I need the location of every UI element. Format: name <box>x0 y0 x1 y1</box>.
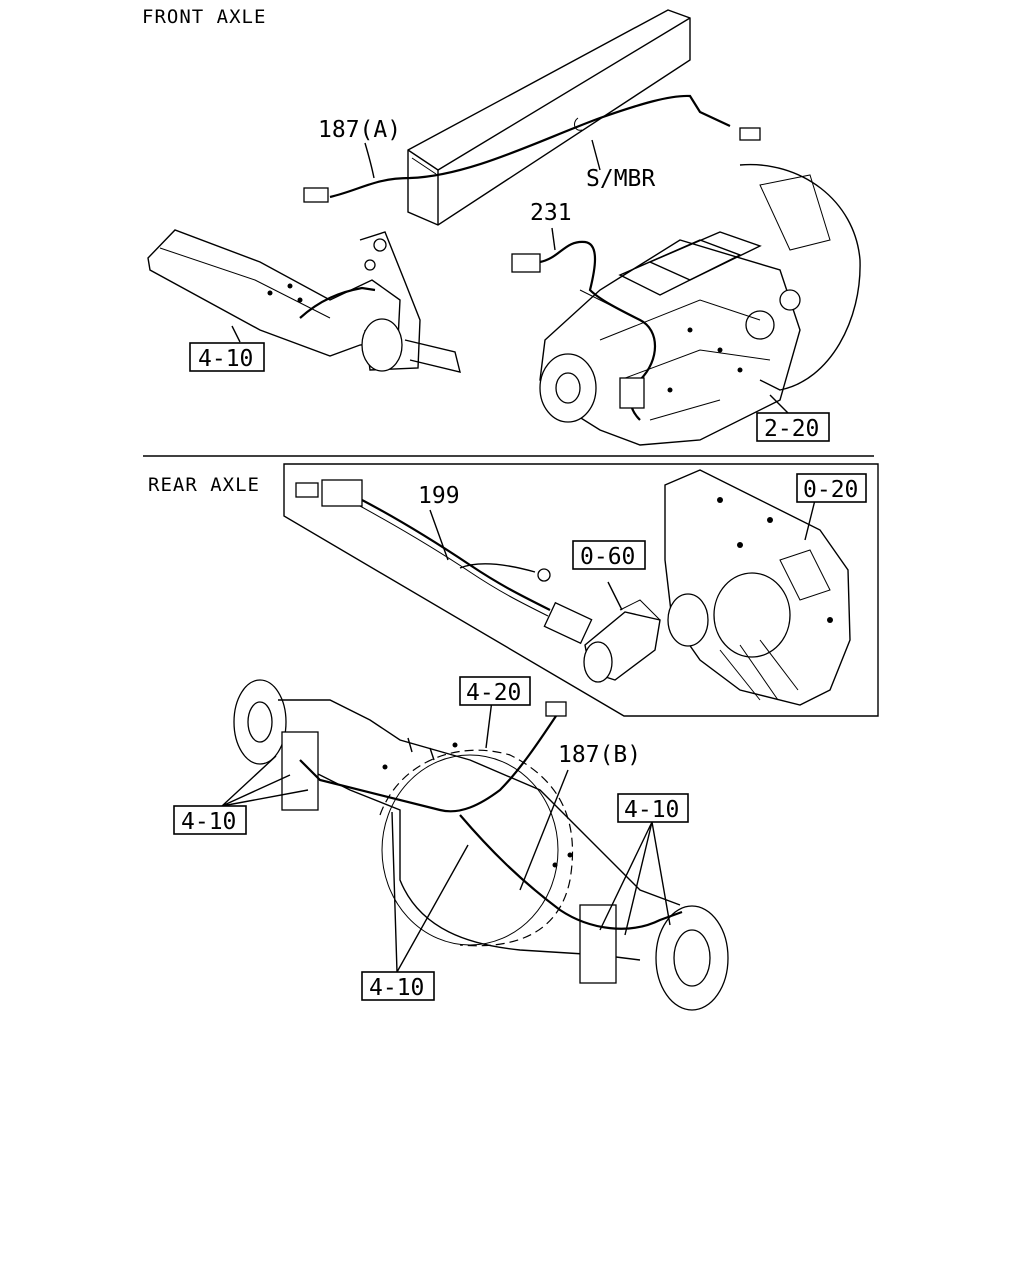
callout-smbr: S/MBR <box>586 166 655 192</box>
ref-rear-right-clips: 4-10 <box>624 797 679 823</box>
harness-187b-drawing <box>299 699 683 930</box>
connector-icon <box>295 482 319 498</box>
callout-187b: 187(B) <box>558 742 641 768</box>
ref-rear-center-clips: 4-10 <box>369 975 424 1001</box>
connector-icon <box>303 187 329 203</box>
connector-icon <box>321 479 363 507</box>
ref-box-starter <box>572 540 646 570</box>
rear-axle-housing-drawing <box>233 679 729 1011</box>
starter-drawing <box>583 581 661 683</box>
ref-front-axle: 4-10 <box>198 346 253 372</box>
harness-187a-drawing <box>303 94 761 203</box>
ref-rear-left-clips: 4-10 <box>181 809 236 835</box>
ref-box-rear-right-clips <box>617 793 689 823</box>
connector-icon <box>543 601 593 645</box>
clip-leader-lines <box>221 755 671 973</box>
callout-187a: 187(A) <box>318 117 401 143</box>
section-title-rear-axle: REAR AXLE <box>148 474 260 496</box>
callout-231: 231 <box>530 200 572 226</box>
ref-flywheel-housing: 0-20 <box>803 477 858 503</box>
rear-inset-frame <box>283 463 879 717</box>
ref-transmission: 2-20 <box>764 416 819 442</box>
connector-icon <box>545 701 567 717</box>
flywheel-housing-drawing <box>664 469 851 706</box>
ref-box-flywheel-housing <box>796 473 867 503</box>
ref-box-front-axle <box>189 342 265 372</box>
frame-side-member-drawing <box>407 9 691 226</box>
ref-rear-axle-housing: 4-20 <box>466 680 521 706</box>
ref-box-rear-left-clips <box>173 805 247 835</box>
ref-box-transmission <box>756 412 830 442</box>
connector-icon <box>739 127 761 141</box>
ring-terminal-icon <box>537 568 551 582</box>
harness-199-drawing <box>295 479 593 645</box>
sensor-icon <box>511 253 541 273</box>
ref-starter: 0-60 <box>580 544 635 570</box>
callout-199: 199 <box>418 483 460 509</box>
ref-box-rear-axle-housing <box>459 676 531 706</box>
section-title-front-axle: FRONT AXLE <box>142 6 266 28</box>
front-axle-beam-drawing <box>147 229 461 373</box>
ref-box-rear-center-clips <box>361 971 435 1001</box>
transmission-drawing <box>539 163 861 446</box>
